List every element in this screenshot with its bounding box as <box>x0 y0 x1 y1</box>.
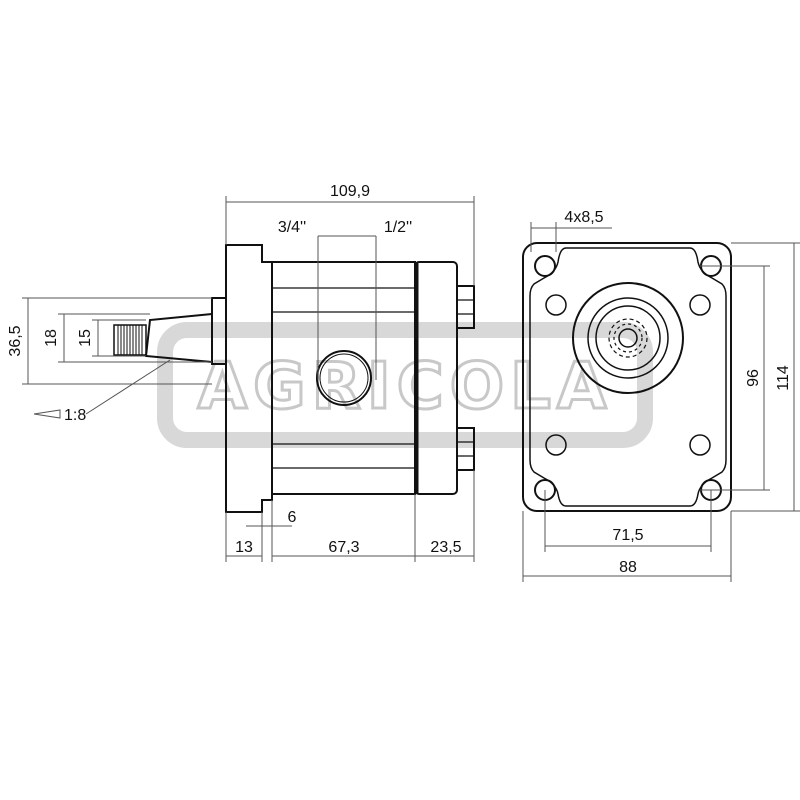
dim-body-length: 67,3 <box>328 539 359 556</box>
watermark: AGRICOLA <box>157 322 653 448</box>
side-dimensions <box>22 196 475 562</box>
side-view <box>113 244 475 513</box>
bolt-head-top <box>456 285 475 329</box>
dim-holes: 4x8,5 <box>564 209 603 226</box>
dim-flange-width: 88 <box>619 559 637 576</box>
flange-contour <box>529 247 727 507</box>
center-boss <box>572 282 684 394</box>
bolt-head-bottom <box>456 427 475 471</box>
dim-shaft-length: 36,5 <box>7 325 24 356</box>
watermark-frame <box>157 322 653 448</box>
shaft-thread-dashed-inner <box>613 323 643 353</box>
dim-outlet-port: 1/2'' <box>384 219 412 236</box>
thread-hatch <box>117 325 143 355</box>
mount-hole <box>534 255 556 277</box>
shaft-end <box>618 328 638 348</box>
front-view <box>522 242 732 512</box>
dim-rear-cover: 23,5 <box>430 539 461 556</box>
bolt-hole <box>689 434 711 456</box>
dim-flange-height: 114 <box>775 365 792 391</box>
dim-overall-length: 109,9 <box>330 183 370 200</box>
dim-taper-ratio: 1:8 <box>64 407 86 424</box>
port-circle <box>316 350 372 406</box>
boss-ring-inner <box>595 305 661 371</box>
dim-hole-spacing-h: 71,5 <box>612 527 643 544</box>
dim-taper-large: 18 <box>43 329 60 347</box>
port-circle-inner <box>319 353 369 403</box>
shaft-thread-dashed <box>608 318 648 358</box>
dim-taper-small: 15 <box>77 329 94 347</box>
dim-hole-spacing-v: 96 <box>745 369 762 387</box>
dim-inlet-port: 3/4'' <box>278 219 306 236</box>
rear-cover <box>414 261 458 495</box>
bolt-hole <box>545 434 567 456</box>
flange-outline <box>522 242 732 512</box>
dim-step: 6 <box>288 509 297 526</box>
dim-flange-thickness: 13 <box>235 539 253 556</box>
front-dimensions <box>522 222 800 582</box>
bolt-hole <box>689 294 711 316</box>
boss-ring <box>587 297 669 379</box>
front-dimension-labels: 4x8,5 96 114 71,5 88 <box>564 209 792 576</box>
side-dimension-labels: 109,9 3/4'' 1/2'' 6 13 67,3 23,5 36,5 18… <box>7 183 462 556</box>
watermark-text: AGRICOLA <box>198 350 613 424</box>
bolt-hole <box>545 294 567 316</box>
